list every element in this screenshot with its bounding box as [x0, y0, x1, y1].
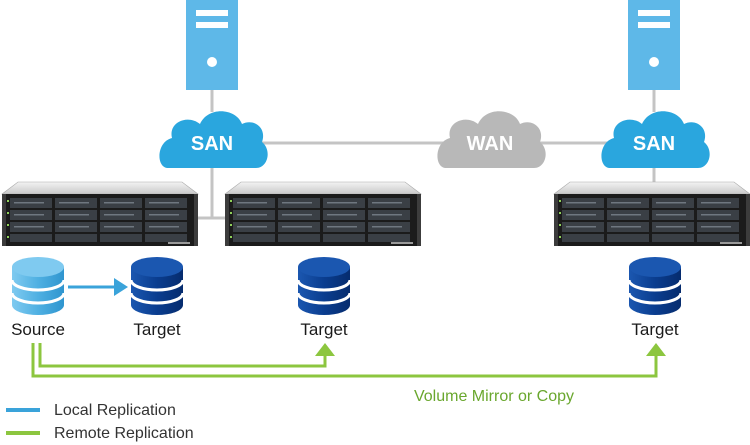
target-remote-label: Target	[631, 320, 679, 339]
remote-replication-path	[31, 343, 658, 378]
database-icon	[296, 257, 352, 315]
arrow-icon	[646, 343, 666, 356]
database-icon	[10, 257, 66, 315]
database-icon	[129, 257, 185, 315]
legend-remote-label: Remote Replication	[54, 425, 194, 442]
wan-label: WAN	[467, 133, 514, 155]
source-label: Source	[11, 320, 65, 339]
arrow-icon	[315, 343, 335, 356]
legend-local-label: Local Replication	[54, 402, 176, 419]
mirror-label: Volume Mirror or Copy	[414, 388, 574, 405]
arrow-icon	[68, 278, 128, 296]
server-icon	[628, 0, 680, 90]
server-icon	[186, 0, 238, 90]
storage-array-icon	[1, 181, 199, 247]
target-middle-label: Target	[300, 320, 348, 339]
storage-array-icon	[553, 181, 750, 247]
legend: Local Replication Remote Replication	[6, 402, 194, 442]
storage-array-icon	[224, 181, 422, 247]
san-left-label: SAN	[191, 133, 233, 155]
database-icon	[627, 257, 683, 315]
target-local-label: Target	[133, 320, 181, 339]
san-right-label: SAN	[633, 133, 675, 155]
